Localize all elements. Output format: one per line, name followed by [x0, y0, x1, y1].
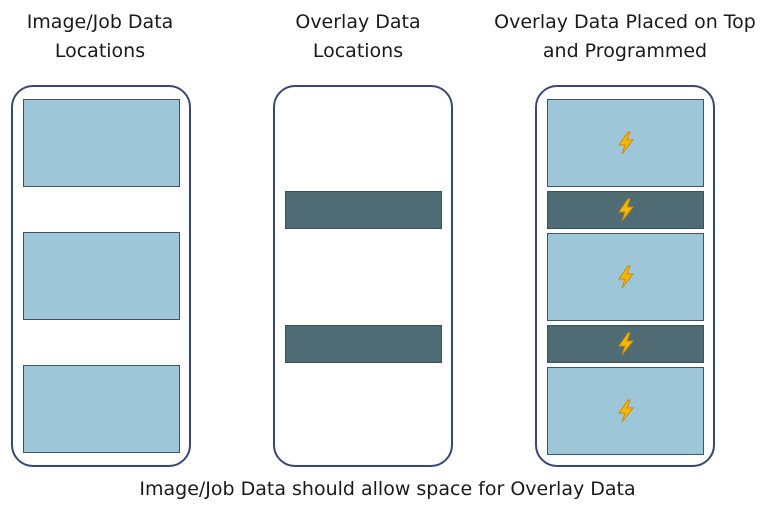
lightning-bolt-icon — [617, 332, 634, 356]
column-title-image-job-data: Image/Job Data Locations — [0, 8, 200, 66]
lightning-bolt-icon — [617, 399, 634, 423]
image-data-block — [23, 232, 180, 320]
lightning-bolt-icon — [617, 265, 634, 289]
overlay-data-block — [285, 191, 442, 229]
column-title-line: Locations — [312, 40, 404, 62]
lightning-bolt-icon — [617, 131, 634, 155]
column-title-line: Overlay Data — [295, 11, 421, 33]
image-data-block — [547, 367, 704, 455]
overlay-data-block — [547, 191, 704, 229]
column-title-line: and Programmed — [542, 40, 708, 62]
image-data-block — [23, 99, 180, 187]
overlay-data-block — [547, 325, 704, 363]
column-title-overlay-data: Overlay Data Locations — [258, 8, 458, 66]
panel-image-job-data — [11, 85, 191, 467]
diagram-caption: Image/Job Data should allow space for Ov… — [139, 478, 636, 500]
column-title-line: Locations — [54, 40, 146, 62]
column-title-line: Overlay Data Placed on Top — [494, 11, 756, 33]
panel-overlay-placed — [535, 85, 715, 467]
column-title-line: Image/Job Data — [26, 11, 174, 33]
image-data-block — [547, 99, 704, 187]
lightning-bolt-icon — [617, 198, 634, 222]
overlay-data-block — [285, 325, 442, 363]
image-data-block — [547, 233, 704, 321]
image-data-block — [23, 365, 180, 453]
panel-overlay-data — [273, 85, 453, 467]
column-title-overlay-placed: Overlay Data Placed on Top and Programme… — [480, 8, 770, 66]
